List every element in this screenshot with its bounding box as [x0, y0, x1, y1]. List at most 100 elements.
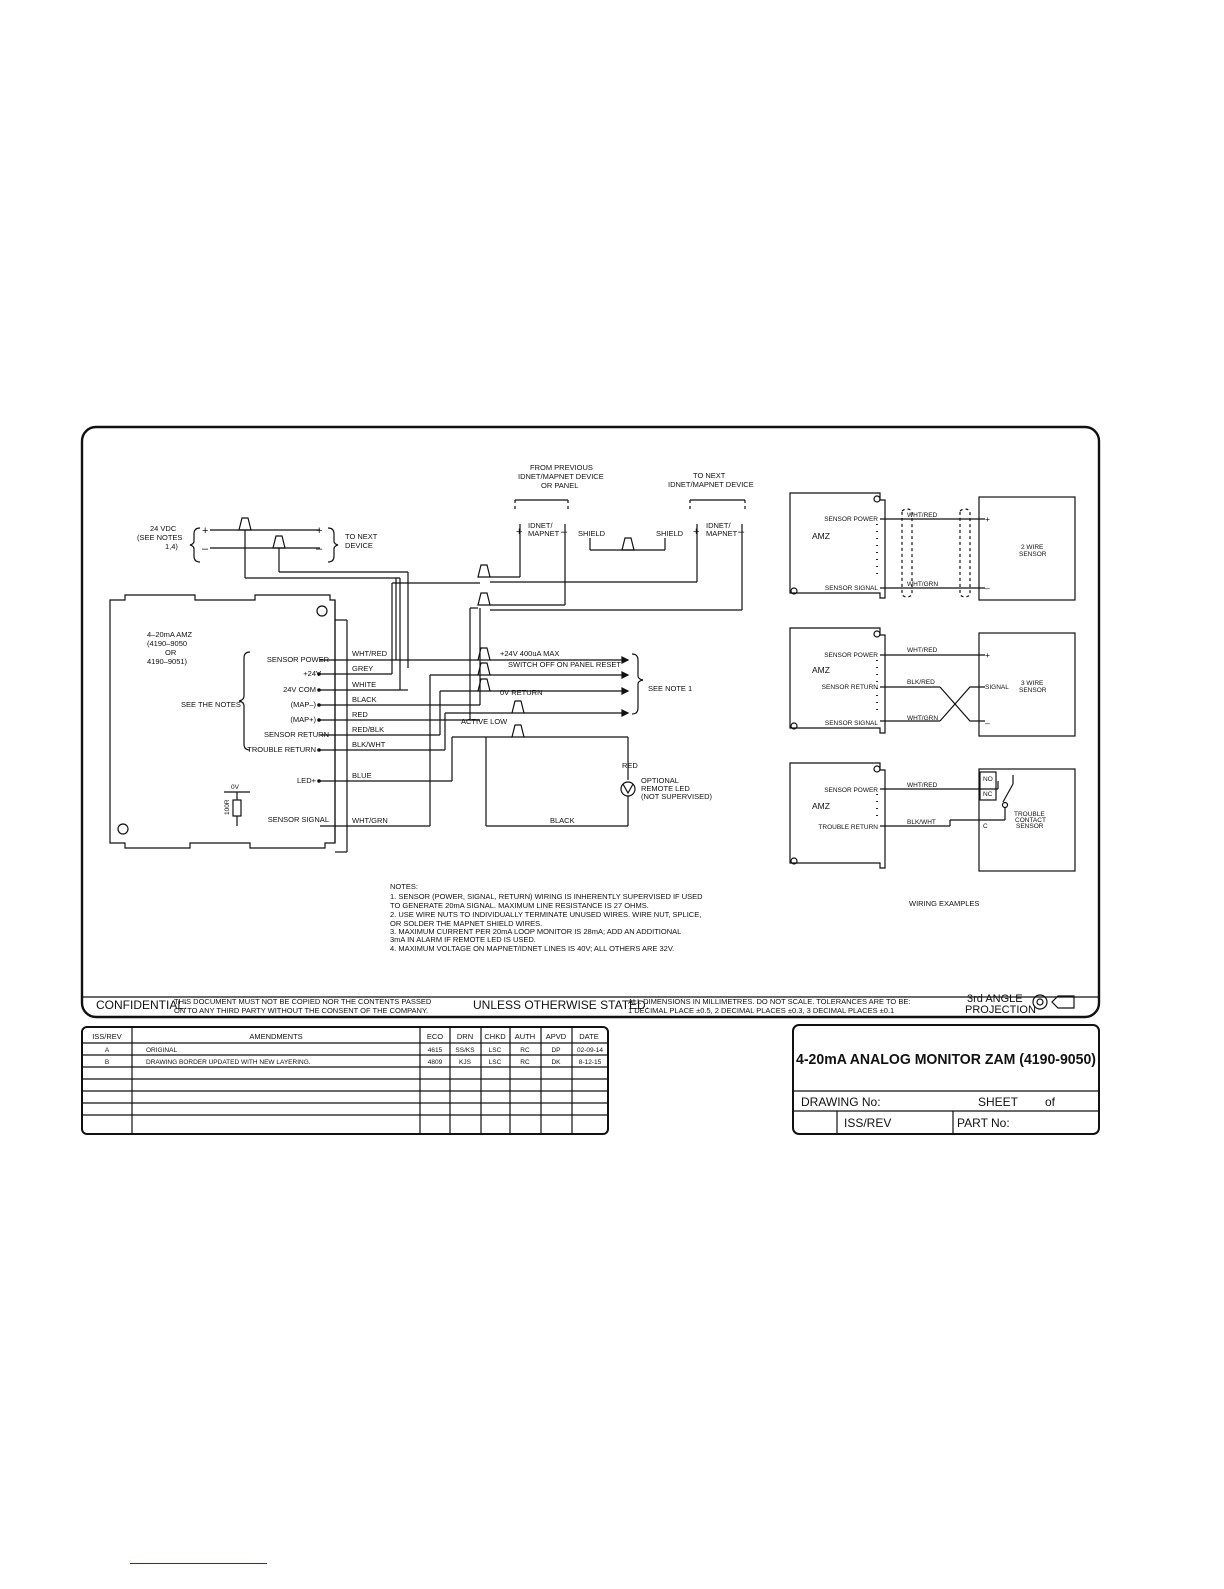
terminal-label: (MAP+) [290, 715, 316, 724]
contact-c: C [983, 823, 988, 830]
note-line: OR SOLDER THE MAPNET SHIELD WIRES. [390, 919, 542, 928]
led-label: REMOTE LED [641, 784, 690, 793]
supply-minus: – [316, 543, 323, 555]
example-terminal: SENSOR POWER [824, 787, 878, 794]
projection-symbol-icon [1032, 994, 1048, 1010]
note-line: 3. MAXIMUM CURRENT PER 20mA LOOP MONITOR… [390, 927, 681, 936]
example-plus: + [985, 514, 990, 524]
sensor-label: CONTACT [1015, 817, 1046, 824]
projection-label: 3rd ANGLE [967, 993, 1023, 1005]
confidential-label: CONFIDENTIAL: [96, 998, 187, 1012]
to-next-device: DEVICE [345, 541, 373, 550]
supply-minus: – [202, 543, 209, 555]
projection-label: PROJECTION [965, 1004, 1036, 1016]
contact-nc: NC [983, 791, 993, 798]
table-cell: KJS [459, 1059, 472, 1066]
mount-hole-icon [117, 823, 129, 835]
terminal-label: SENSOR RETURN [264, 730, 329, 739]
supply-plus: + [316, 525, 322, 537]
wire-nut-icon [477, 592, 491, 606]
table-header: DATE [579, 1032, 598, 1041]
sensor-label: SENSOR [1019, 551, 1047, 558]
table-cell: A [105, 1047, 110, 1054]
table-cell: SS/KS [455, 1047, 475, 1054]
example-1 [789, 492, 1076, 601]
sheet-label: SHEET [978, 1095, 1019, 1109]
table-cell: DRAWING BORDER UPDATED WITH NEW LAYERING… [146, 1059, 311, 1066]
sheet-of-label: of [1045, 1095, 1056, 1109]
table-header: AMENDMENTS [249, 1032, 302, 1041]
table-cell: RC [520, 1047, 530, 1054]
example-minus: – [985, 718, 990, 728]
to-next-device: TO NEXT [345, 532, 378, 541]
module-label: 4–20mA AMZ [147, 630, 192, 639]
see-the-notes: SEE THE NOTES [181, 700, 241, 709]
terminal-label: 24V COM [283, 685, 316, 694]
note-line: 3mA IN ALARM IF REMOTE LED IS USED. [390, 935, 536, 944]
wire-color: BLK/WHT [352, 740, 386, 749]
idnet-label: MAPNET [528, 529, 560, 538]
example-wire: BLK/RED [907, 679, 935, 686]
table-header: ECO [427, 1032, 443, 1041]
example-wire: WHT/RED [907, 512, 938, 519]
from-previous: IDNET/MAPNET DEVICE [518, 472, 604, 481]
sensor-label: SENSOR [1019, 687, 1047, 694]
table-cell: DK [551, 1059, 561, 1066]
wire-color: GREY [352, 664, 373, 673]
example-2 [789, 627, 1076, 737]
example-wire: WHT/RED [907, 782, 938, 789]
table-cell: LSC [489, 1059, 502, 1066]
dimensions-text: 1 DECIMAL PLACE ±0.5, 2 DECIMAL PLACES ±… [628, 1006, 894, 1015]
wire-color: RED [352, 710, 368, 719]
from-previous: FROM PREVIOUS [530, 463, 593, 472]
table-cell: RC [520, 1059, 530, 1066]
example-amz: AMZ [812, 665, 830, 675]
to-next: IDNET/MAPNET DEVICE [668, 480, 754, 489]
example-wire: WHT/GRN [907, 715, 938, 722]
example-terminal: SENSOR POWER [824, 652, 878, 659]
drawing-border [80, 425, 1101, 1019]
idnet-minus: – [738, 526, 745, 538]
idnet-label: IDNET/ [528, 521, 554, 530]
idnet-label: IDNET/ [706, 521, 732, 530]
led-black: BLACK [550, 816, 575, 825]
zero-v-return: 0V RETURN [500, 688, 543, 697]
terminal-label: LED+ [297, 776, 317, 785]
confidential-text: THIS DOCUMENT MUST NOT BE COPIED NOR THE… [174, 997, 432, 1006]
wire-nut-icon [511, 700, 525, 714]
example-wire: BLK/WHT [907, 819, 936, 826]
note-line: 4. MAXIMUM VOLTAGE ON MAPNET/IDNET LINES… [390, 944, 674, 953]
table-cell: 8-12-15 [579, 1059, 602, 1066]
example-3 [789, 762, 1076, 872]
sensor-label: TROUBLE [1014, 811, 1045, 818]
wire-color: BLUE [352, 771, 372, 780]
example-terminal: SENSOR RETURN [822, 684, 879, 691]
module-label: OR [165, 648, 177, 657]
sensor-label: SENSOR [1016, 823, 1044, 830]
resistor-voltage: 0V [231, 784, 240, 791]
wire-color: WHT/RED [352, 649, 388, 658]
module-label: (4190–9050 [147, 639, 187, 648]
terminal-label: TROUBLE RETURN [247, 745, 316, 754]
table-header: APVD [546, 1032, 567, 1041]
sensor-label: 2 WIRE [1021, 544, 1044, 551]
wire-nut-icon [477, 678, 491, 692]
switch-off-label: SWITCH OFF ON PANEL RESET [508, 660, 621, 669]
example-terminal: SENSOR SIGNAL [825, 720, 878, 727]
wire-color: WHITE [352, 680, 376, 689]
example-signal: SIGNAL [985, 684, 1009, 691]
example-terminal: TROUBLE RETURN [818, 824, 878, 831]
table-cell: B [105, 1059, 109, 1066]
example-terminal: SENSOR SIGNAL [825, 585, 878, 592]
idnet-plus: + [693, 526, 699, 538]
resistor-value: 100R [224, 799, 231, 815]
example-terminal: SENSOR POWER [824, 516, 878, 523]
from-previous: OR PANEL [541, 481, 578, 490]
idnet-plus: + [516, 526, 522, 538]
unless-stated: UNLESS OTHERWISE STATED: [473, 998, 649, 1012]
wire-nut-icon [238, 517, 252, 531]
example-minus: – [985, 583, 990, 593]
mount-hole-icon [316, 605, 328, 617]
example-amz: AMZ [812, 531, 830, 541]
